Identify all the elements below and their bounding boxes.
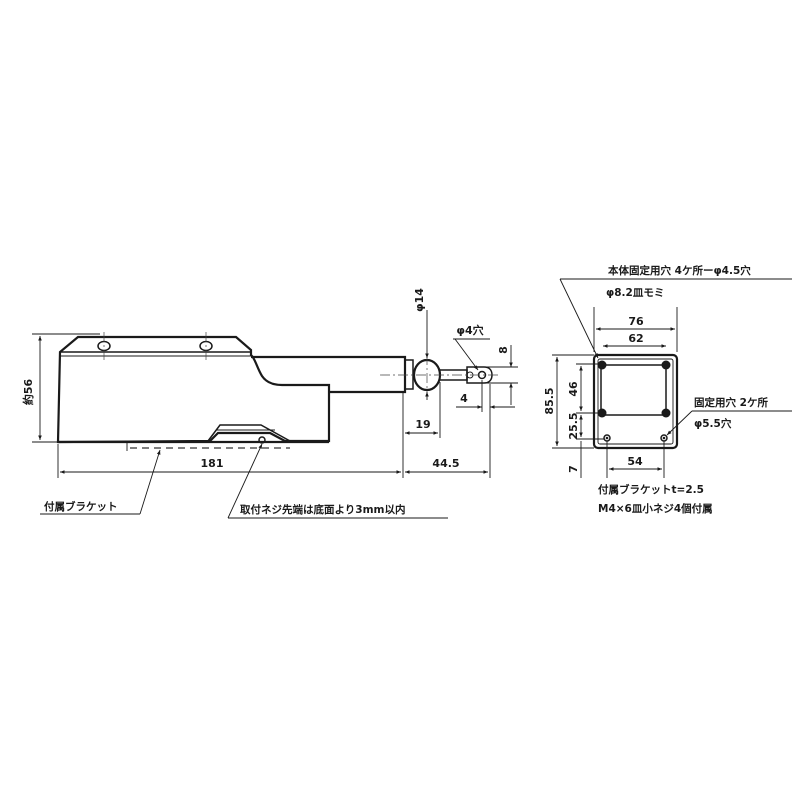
dim-181-label: 181	[201, 457, 224, 470]
dim-54-label: 54	[627, 455, 643, 468]
mount-hole-tl	[597, 360, 607, 370]
bracket-inner	[597, 358, 674, 445]
dim-85-5-label: 85.5	[543, 387, 556, 414]
label-bracket: 付属ブラケット	[44, 500, 118, 513]
screw-point	[258, 436, 266, 444]
dim-4-label: 4	[460, 392, 468, 405]
dim-8-label: 8	[497, 346, 510, 354]
dim-76-label: 76	[628, 315, 644, 328]
dim-tip-hole-label: φ4穴	[456, 323, 483, 337]
label-fix-holes: 固定用穴 2ケ所	[694, 396, 768, 409]
dim-25-5-label: 25.5	[567, 412, 580, 439]
label-fix-hole-dia: φ5.5穴	[694, 417, 732, 430]
bracket-dimensions: 本体固定用穴 4ケ所ーφ4.5穴 φ8.2皿モミ 76 62 85.5 46 2…	[543, 264, 792, 515]
label-screw-note: 取付ネジ先端は底面より3mm以内	[240, 503, 405, 516]
clamp-feature	[207, 424, 291, 442]
label-body-holes: 本体固定用穴 4ケ所ーφ4.5穴	[608, 264, 751, 277]
label-countersink: φ8.2皿モミ	[606, 287, 664, 299]
bracket-view	[592, 353, 679, 450]
label-screws: M4×6皿小ネジ4個付属	[598, 502, 713, 515]
mount-hole-ml	[597, 408, 607, 418]
mount-hole-tr	[661, 360, 671, 370]
side-dimensions: 約56 181 44.5 19 φ14 φ4穴 8 4	[21, 288, 518, 519]
label-bracket-thickness: 付属ブラケットt=2.5	[598, 483, 704, 496]
dim-7-label: 7	[567, 465, 580, 473]
bracket-outline	[592, 353, 679, 450]
dim-46-label: 46	[567, 381, 580, 397]
body-outline	[56, 335, 331, 444]
dim-height-label: 約56	[21, 379, 35, 406]
dim-ball-dia-label: φ14	[413, 288, 426, 312]
dim-44-5-label: 44.5	[432, 457, 459, 470]
dim-19-label: 19	[415, 418, 430, 431]
dim-62-label: 62	[628, 332, 643, 345]
side-view	[56, 332, 500, 451]
rod-collar	[404, 359, 414, 390]
mount-hole-mr	[661, 408, 671, 418]
